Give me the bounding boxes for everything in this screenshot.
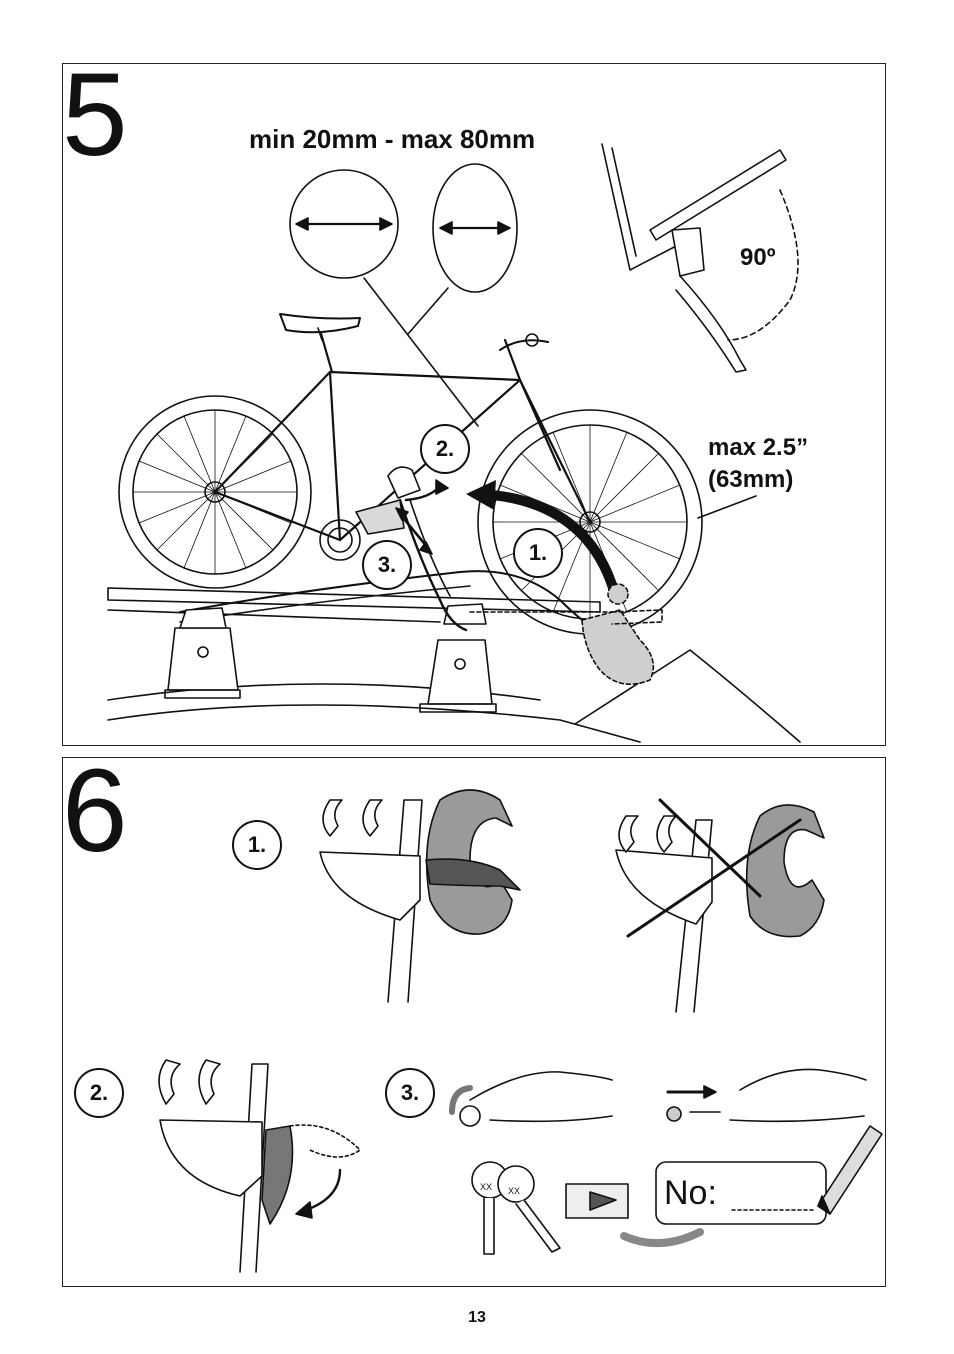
- step-6-badge-2: 2.: [74, 1068, 124, 1118]
- step-5-number: 5: [62, 49, 128, 181]
- key-tag-b: XX: [508, 1186, 521, 1196]
- tube-width-range-label: min 20mm - max 80mm: [249, 124, 536, 154]
- angle-label: 90º: [740, 244, 776, 271]
- clamp-lever-illustration: [158, 1059, 361, 1273]
- clamp-90-degree-detail: [601, 143, 799, 373]
- tire-max-width-label: max 2.5”: [708, 434, 809, 461]
- key-turn-illustration: [449, 1068, 883, 1255]
- step-5-badge-2: 2.: [420, 424, 470, 474]
- step-5-badge-3: 3.: [362, 540, 412, 590]
- page-number: 13: [468, 1309, 486, 1326]
- key-icon: [471, 1161, 561, 1255]
- strap-incorrect-illustration: [615, 798, 825, 1013]
- step-5-badge-1: 1.: [513, 528, 563, 578]
- roof-rack-foot-right: [419, 603, 497, 713]
- pencil-icon: [817, 1125, 883, 1215]
- roof-rack-foot-left: [164, 607, 241, 699]
- key-number-label: No:: [664, 1174, 717, 1212]
- tire-max-width-mm-label: (63mm): [708, 466, 794, 493]
- step-6-badge-1: 1.: [232, 820, 282, 870]
- step-6-number: 6: [62, 745, 128, 877]
- bicycle-frame: [213, 328, 592, 542]
- wheel-clamp-dashed-outline: [469, 583, 663, 686]
- strap-correct-illustration: [319, 789, 521, 1003]
- key-tag-a: XX: [480, 1182, 493, 1192]
- step-6-badge-3: 3.: [385, 1068, 435, 1118]
